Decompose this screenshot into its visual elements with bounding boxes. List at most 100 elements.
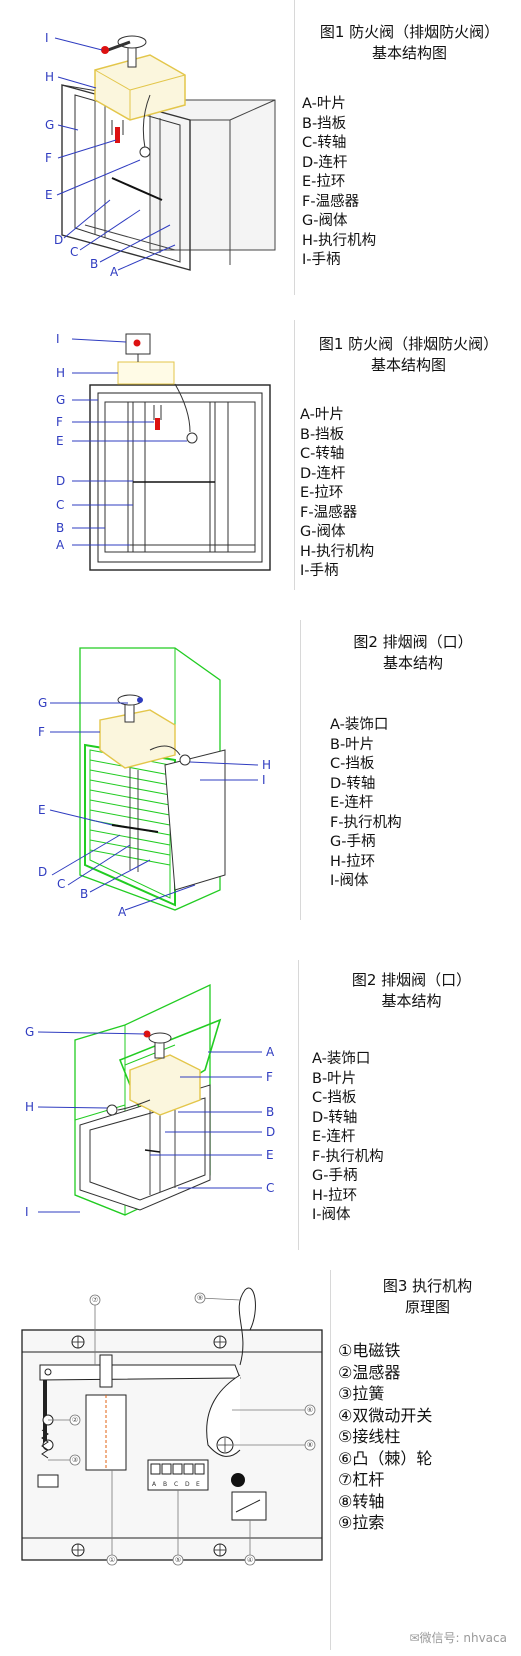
label-H: H — [56, 366, 65, 380]
callout-1: ① — [109, 1556, 115, 1564]
callout-5: ⑤ — [175, 1556, 181, 1564]
callout-2: ② — [72, 1416, 78, 1424]
label-D: D — [56, 474, 65, 488]
callout-7: ⑦ — [92, 1296, 98, 1304]
label-C: C — [57, 877, 65, 891]
legend-item: C-挡板 — [330, 756, 375, 772]
label-E: E — [38, 803, 46, 817]
legend-item: F-温感器 — [302, 193, 360, 210]
label-E: E — [45, 188, 53, 202]
legend-item: I-阀体 — [312, 1207, 351, 1223]
label-H: H — [262, 758, 271, 772]
terminal-letter-E: E — [196, 1481, 200, 1488]
label-C: C — [266, 1181, 274, 1195]
legend: A-装饰口 B-叶片 C-挡板 D-转轴 E-连杆 F-执行机构 G-手柄 H-… — [312, 1050, 384, 1226]
label-G: G — [45, 118, 54, 132]
legend-item: D-转轴 — [312, 1109, 358, 1126]
legend-item: A-装饰口 — [330, 717, 389, 733]
label-G: G — [56, 393, 65, 407]
terminal-letter-A: A — [152, 1481, 157, 1488]
caption-line-2: 基本结构 — [382, 654, 443, 672]
divider — [294, 320, 295, 590]
caption-line-1: 图1 防火阀（排烟防火阀） — [319, 23, 500, 41]
legend-item: G-阀体 — [300, 524, 346, 540]
legend-item: F-执行机构 — [312, 1148, 384, 1165]
legend: A-叶片 B-挡板 C-转轴 D-连杆 E-拉环 F-温感器 G-阀体 H-执行… — [302, 95, 376, 271]
legend-item: ⑥凸（棘）轮 — [338, 1448, 433, 1468]
legend-item: E-拉环 — [302, 174, 346, 190]
legend-item: A-装饰口 — [312, 1051, 371, 1067]
terminal-letter-B: B — [163, 1481, 167, 1488]
legend-item: E-连杆 — [330, 795, 374, 811]
legend-item: D-转轴 — [330, 775, 376, 792]
legend-item: I-手柄 — [300, 563, 339, 579]
label-B: B — [56, 521, 64, 535]
label-A: A — [266, 1045, 275, 1059]
label-G: G — [25, 1025, 34, 1039]
label-I: I — [262, 773, 266, 787]
label-H: H — [25, 1100, 34, 1114]
figure-caption: 图2 排烟阀（口） 基本结构 — [305, 632, 521, 674]
terminal-letter-C: C — [174, 1481, 178, 1488]
legend-item: ③拉簧 — [338, 1384, 385, 1403]
figure-1-front-panel: I H G F E D C B A 图1 防火阀（排烟防火阀） 基本结构图 A-… — [0, 320, 521, 600]
figure-3-panel: A B C D E — [0, 1270, 521, 1656]
label-E: E — [56, 434, 64, 448]
callout-8: ⑧ — [307, 1441, 313, 1449]
label-I: I — [45, 31, 49, 45]
legend-item: F-执行机构 — [330, 814, 402, 831]
legend-item: ①电磁铁 — [338, 1341, 401, 1360]
legend-item: ②温感器 — [338, 1362, 401, 1382]
legend-item: H-执行机构 — [302, 232, 377, 249]
caption-line-2: 原理图 — [404, 1298, 450, 1316]
legend-item: ⑧转轴 — [338, 1491, 385, 1511]
figure-2-diagram: G F E D C B A H I — [38, 647, 271, 919]
watermark: ✉ 微信号: nhvaca — [409, 1629, 507, 1646]
legend-item: ④双微动开关 — [338, 1405, 433, 1425]
legend-item: B-叶片 — [312, 1070, 357, 1087]
legend-item: H-执行机构 — [300, 543, 375, 560]
divider — [294, 0, 295, 295]
label-B: B — [80, 887, 88, 901]
figure-2-panel: G F E D C B A H I 图2 排烟阀（口） 基本结构 A-装饰口 B… — [0, 620, 521, 930]
legend-item: C-转轴 — [300, 446, 345, 462]
legend-item: A-叶片 — [302, 96, 346, 112]
legend-item: D-连杆 — [302, 154, 348, 171]
divider — [298, 960, 299, 1250]
label-D: D — [266, 1125, 275, 1139]
label-F: F — [38, 725, 45, 739]
legend-item: G-阀体 — [302, 213, 348, 229]
divider — [300, 620, 301, 920]
legend-item: I-手柄 — [302, 252, 341, 268]
legend: A-装饰口 B-叶片 C-挡板 D-转轴 E-连杆 F-执行机构 G-手柄 H-… — [330, 716, 402, 892]
caption-line-2: 基本结构图 — [370, 356, 446, 374]
caption-line-2: 基本结构 — [381, 992, 442, 1010]
label-I: I — [25, 1205, 29, 1219]
label-C: C — [70, 245, 78, 259]
label-A: A — [110, 265, 119, 279]
legend-item: F-温感器 — [300, 504, 358, 521]
legend-item: C-挡板 — [312, 1090, 357, 1106]
label-A: A — [56, 538, 65, 552]
callout-9: ⑨ — [197, 1294, 203, 1302]
watermark-text: 微信号: nhvaca — [419, 1631, 507, 1645]
label-F: F — [56, 415, 63, 429]
caption-line-1: 图1 防火阀（排烟防火阀） — [318, 335, 499, 353]
figure-2-rear-diagram: G H I A F B D E C — [25, 983, 275, 1219]
figure-1-front-diagram: I H G F E D C B A — [56, 332, 271, 571]
legend-item: ⑤接线柱 — [338, 1427, 401, 1446]
figure-3-diagram: A B C D E — [21, 1287, 323, 1566]
label-D: D — [54, 233, 63, 247]
legend-item: C-转轴 — [302, 135, 347, 151]
figure-caption: 图1 防火阀（排烟防火阀） 基本结构图 — [298, 22, 521, 64]
caption-line-2: 基本结构图 — [371, 44, 447, 62]
legend-item: B-叶片 — [330, 736, 375, 753]
callout-6: ⑥ — [307, 1406, 313, 1414]
label-B: B — [90, 257, 98, 271]
callout-3: ③ — [72, 1456, 78, 1464]
legend-item: G-手柄 — [330, 834, 376, 850]
caption-line-1: 图2 排烟阀（口） — [353, 633, 473, 651]
caption-line-1: 图3 执行机构 — [382, 1277, 473, 1295]
divider — [330, 1270, 331, 1650]
label-B: B — [266, 1105, 274, 1119]
